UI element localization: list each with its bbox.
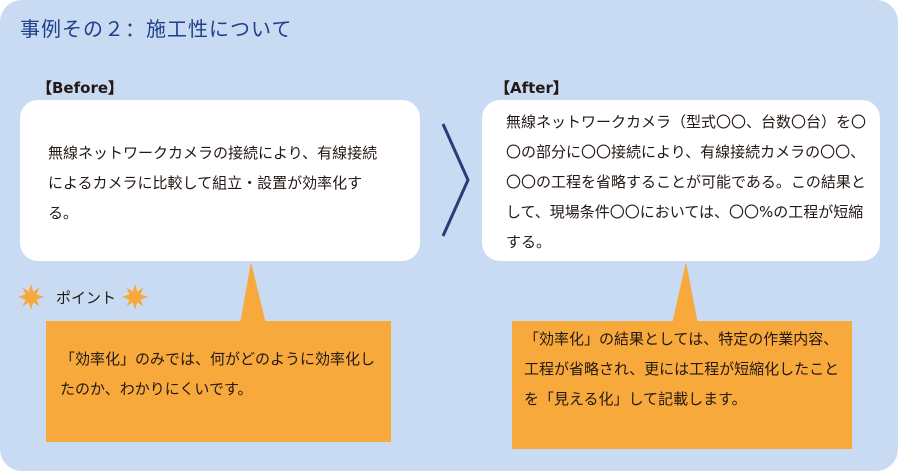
point-row: ポイント — [18, 284, 149, 310]
after-card: 無線ネットワークカメラ（型式〇〇、台数〇台）を〇〇の部分に〇〇接続により、有線接… — [482, 100, 880, 261]
starburst-icon — [18, 284, 44, 310]
right-callout-tail — [672, 262, 698, 324]
after-text: 無線ネットワークカメラ（型式〇〇、台数〇台）を〇〇の部分に〇〇接続により、有線接… — [506, 113, 867, 251]
point-label: ポイント — [56, 288, 117, 307]
right-callout: 「効率化」の結果としては、特定の作業内容、工程が省略され、更には工程が短縮化した… — [512, 321, 852, 449]
starburst-icon — [122, 284, 149, 310]
before-label: 【Before】 — [37, 79, 124, 97]
left-callout-text: 「効率化」のみでは、何がどのように効率化したのか、わかりにくいです。 — [60, 350, 376, 398]
before-card: 無線ネットワークカメラの接続により、有線接続によるカメラに比較して組立・設置が効… — [20, 100, 420, 261]
right-callout-text: 「効率化」の結果としては、特定の作業内容、工程が省略され、更には工程が短縮化した… — [524, 330, 840, 408]
chevron-right-icon — [441, 123, 470, 237]
before-text: 無線ネットワークカメラの接続により、有線接続によるカメラに比較して組立・設置が効… — [48, 144, 378, 222]
left-callout: 「効率化」のみでは、何がどのように効率化したのか、わかりにくいです。 — [46, 321, 391, 442]
left-callout-tail — [240, 262, 266, 324]
page-title: 事例その２：施工性について — [20, 17, 293, 41]
after-label: 【After】 — [495, 79, 568, 97]
